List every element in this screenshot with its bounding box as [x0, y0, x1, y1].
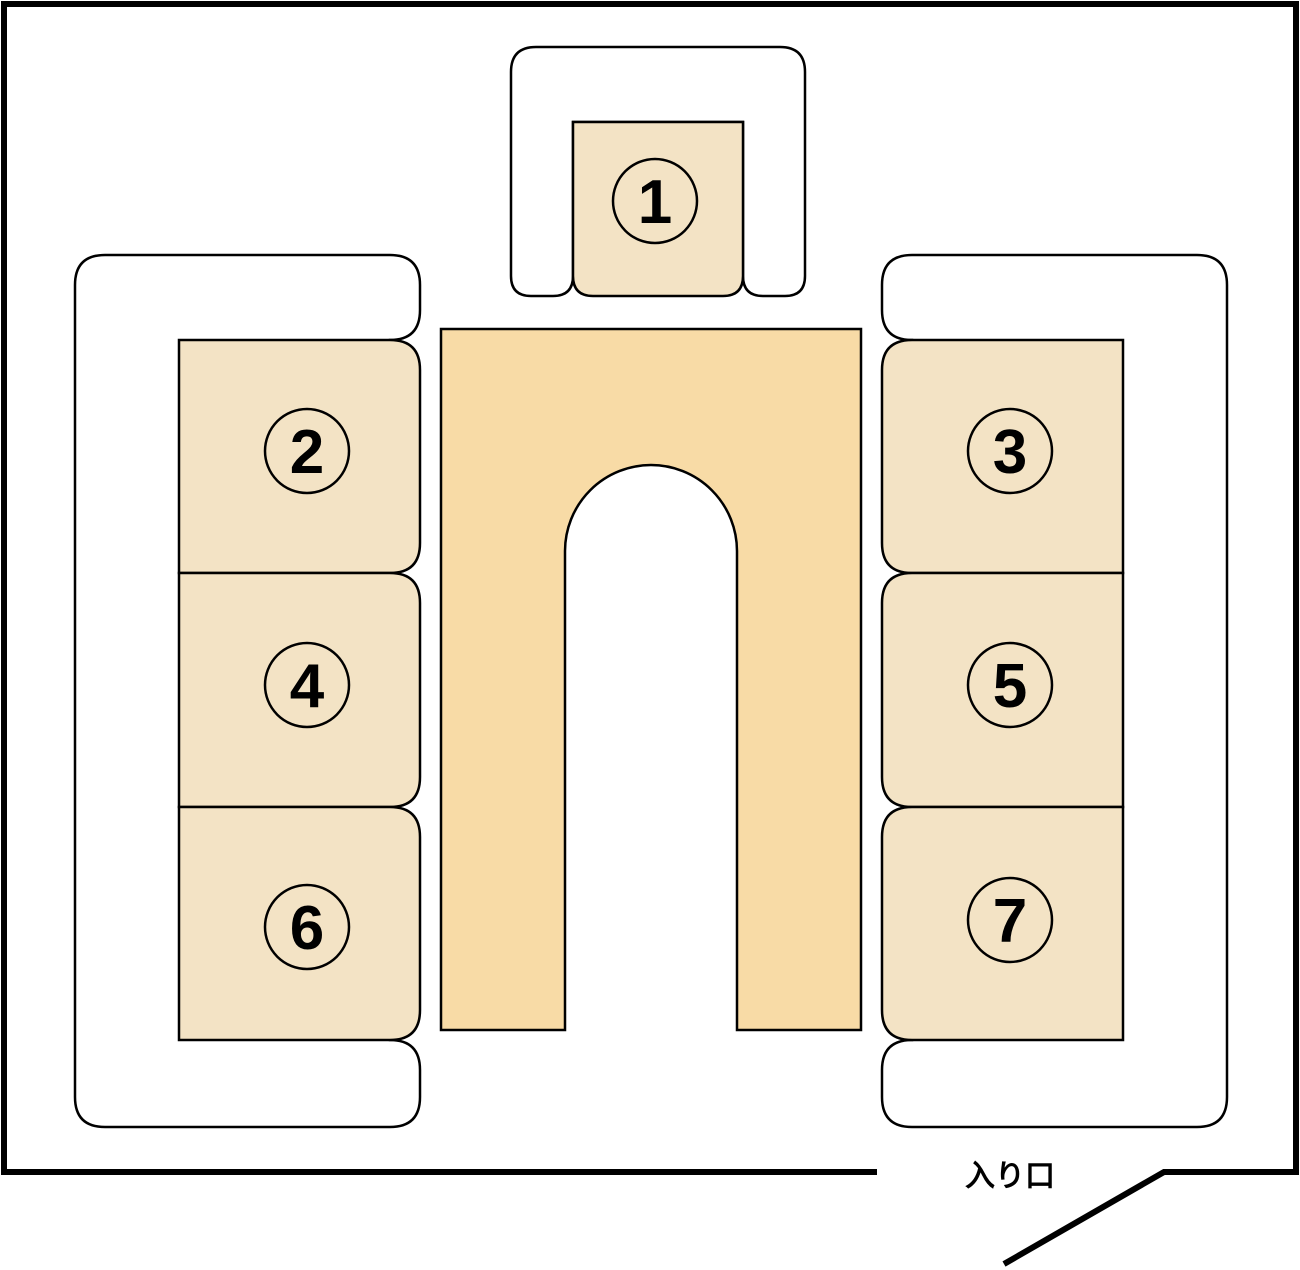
- seat-label-5: 5: [966, 641, 1054, 729]
- left-sofa: [73, 253, 422, 1129]
- u-shaped-table: [439, 327, 863, 1032]
- svg-text:1: 1: [638, 168, 672, 237]
- svg-text:7: 7: [993, 887, 1027, 956]
- seat-label-6: 6: [263, 883, 351, 971]
- svg-text:6: 6: [290, 894, 324, 963]
- seat-label-7: 7: [966, 876, 1054, 964]
- svg-text:4: 4: [290, 652, 325, 721]
- svg-text:2: 2: [290, 418, 324, 487]
- seat-label-2: 2: [263, 407, 351, 495]
- seat-6[interactable]: [177, 805, 422, 1042]
- seat-label-3: 3: [966, 407, 1054, 495]
- entrance-label: 入り口: [965, 1159, 1055, 1194]
- seat-label-1: 1: [611, 157, 699, 245]
- svg-text:3: 3: [993, 418, 1027, 487]
- top-sofa: [509, 45, 807, 298]
- seat-1[interactable]: [571, 120, 745, 298]
- seat-7[interactable]: [880, 805, 1125, 1042]
- svg-text:5: 5: [993, 652, 1027, 721]
- seat-label-4: 4: [263, 641, 351, 729]
- right-sofa: [880, 253, 1229, 1129]
